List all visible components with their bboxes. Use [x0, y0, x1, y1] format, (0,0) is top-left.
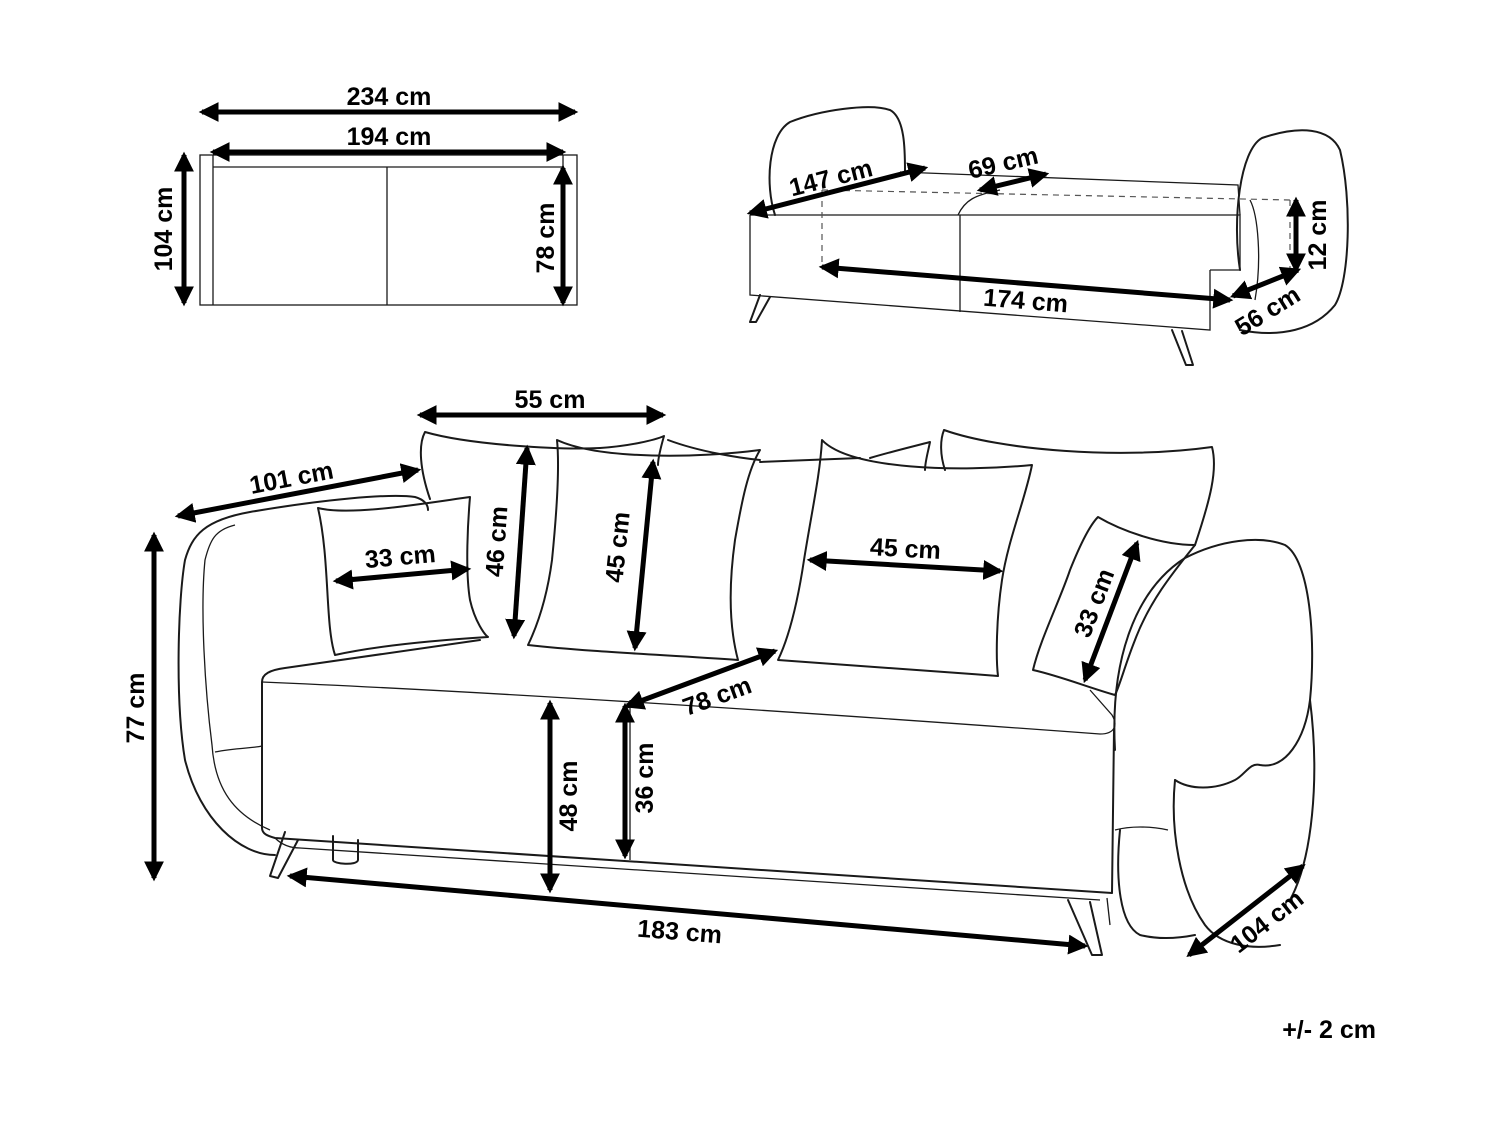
tolerance-note: +/- 2 cm — [1282, 1016, 1376, 1044]
top-view-outline — [199, 154, 578, 306]
front-base — [274, 837, 1101, 901]
back-cushion-3 — [869, 441, 931, 471]
bed-leg-right — [1171, 329, 1194, 366]
dim-label-194: 194 cm — [347, 123, 432, 151]
bed-view: 147 cm 69 cm 174 cm 12 cm 56 cm — [746, 106, 1349, 366]
dim-label-174: 174 cm — [982, 284, 1069, 319]
throw-cushion-33-left — [317, 496, 489, 656]
dim-label-45-vertical: 45 cm — [600, 510, 635, 583]
dim-label-183: 183 cm — [636, 915, 723, 950]
dim-arrow-183 — [286, 867, 1089, 955]
dim-arrow-101 — [174, 463, 422, 523]
dim-arrow-174 — [818, 258, 1234, 309]
back-cushion-line — [759, 457, 861, 463]
front-left-arm-curve — [214, 745, 263, 753]
front-right-arm-top — [1113, 538, 1314, 789]
front-left-arm-inner — [202, 524, 271, 831]
back-cushion-4 — [940, 429, 1215, 546]
bed-frame — [749, 215, 1211, 331]
dim-label-147: 147 cm — [786, 154, 875, 202]
front-right-arm-seam — [1114, 826, 1169, 831]
dim-label-55: 55 cm — [515, 386, 586, 414]
front-seat-top — [261, 681, 1116, 735]
back-cushion-2 — [667, 439, 761, 461]
top-view: 234 cm 194 cm 104 cm 78 cm — [150, 83, 579, 307]
dim-label-77: 77 cm — [122, 673, 150, 744]
dim-label-78-front: 78 cm — [679, 671, 755, 722]
dim-arrow-45-horizontal — [806, 550, 1004, 581]
dim-arrow-78-front — [623, 647, 779, 710]
dim-label-48: 48 cm — [555, 761, 583, 832]
front-right-arm-front — [1117, 829, 1196, 939]
front-leg-left-back — [332, 835, 359, 865]
dim-label-45-horizontal: 45 cm — [869, 533, 941, 565]
dim-arrow-147 — [746, 162, 929, 219]
front-leg-right-back — [1106, 897, 1111, 926]
bed-dash-top — [821, 189, 1291, 201]
dim-arrow-69 — [976, 168, 1050, 196]
bed-right-arm — [1235, 129, 1349, 334]
dim-label-46: 46 cm — [481, 505, 514, 578]
front-view: 55 cm 101 cm 33 cm 46 cm 45 cm 45 cm 33 … — [122, 386, 1316, 959]
dim-label-12: 12 cm — [1304, 200, 1332, 271]
dim-arrow-33-left — [332, 560, 472, 590]
front-leg-left — [269, 831, 299, 879]
dim-arrow-56 — [1229, 266, 1302, 300]
bed-leg-left — [749, 294, 771, 323]
front-seat — [261, 639, 1115, 894]
back-cushion-1 — [419, 431, 665, 500]
dim-label-104-top: 104 cm — [150, 187, 178, 272]
dim-arrow-33-right — [1081, 539, 1141, 684]
dim-label-78-top: 78 cm — [532, 203, 560, 274]
dim-label-36: 36 cm — [631, 743, 659, 814]
throw-cushion-45-right — [777, 439, 1033, 677]
dim-arrow-104-front — [1186, 863, 1306, 958]
dim-arrow-45-vertical — [626, 458, 662, 652]
dim-arrow-46 — [505, 444, 536, 640]
dim-label-33-left: 33 cm — [364, 540, 437, 574]
bed-back-edge — [899, 171, 1241, 216]
dim-label-234: 234 cm — [347, 83, 432, 111]
bed-left-arm — [768, 106, 906, 216]
throw-cushion-33-right — [1032, 516, 1196, 696]
bed-mattress-top — [750, 214, 1241, 271]
